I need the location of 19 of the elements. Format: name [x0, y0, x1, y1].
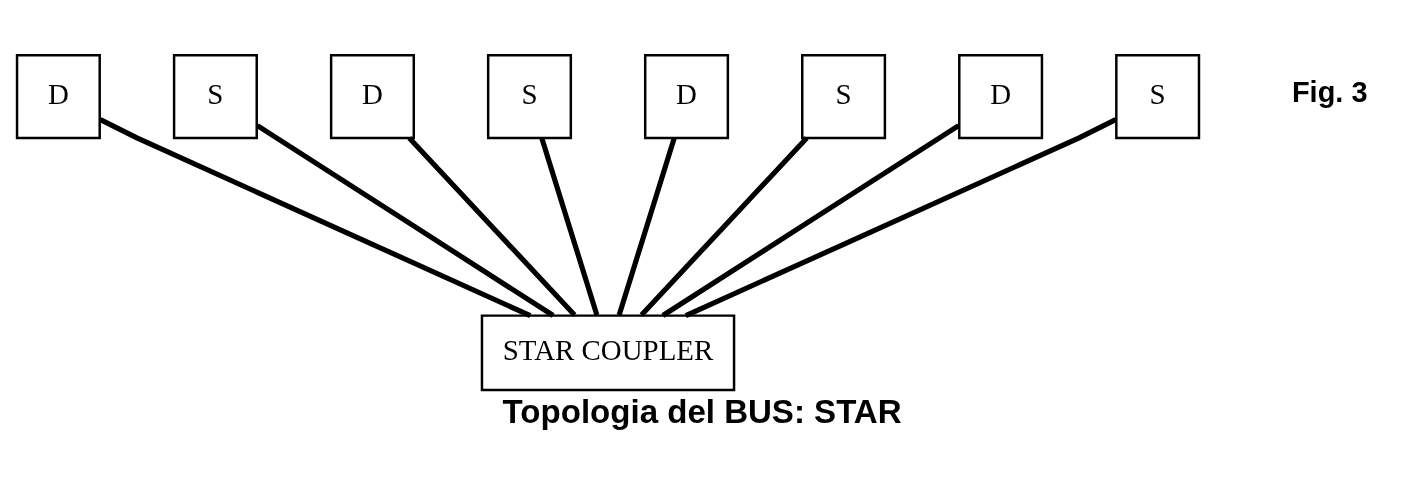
node-box: D — [958, 54, 1044, 140]
node-box: D — [329, 54, 415, 140]
node-box: S — [486, 54, 573, 140]
connector — [616, 137, 677, 316]
node-box: S — [172, 54, 258, 140]
node-box: S — [1115, 54, 1201, 140]
node-box: D — [643, 54, 730, 140]
label: Fig. 3 — [1291, 76, 1368, 109]
connector — [539, 137, 600, 316]
node-box: D — [15, 54, 101, 140]
node-box: STAR COUPLER — [480, 314, 736, 392]
connector — [407, 136, 577, 317]
connector — [661, 123, 960, 318]
connector — [99, 117, 532, 318]
connector — [684, 117, 1117, 318]
node-box: S — [801, 54, 887, 140]
caption: Topologia del BUS: STAR — [502, 392, 902, 430]
connector — [639, 136, 809, 317]
connector — [256, 123, 555, 318]
